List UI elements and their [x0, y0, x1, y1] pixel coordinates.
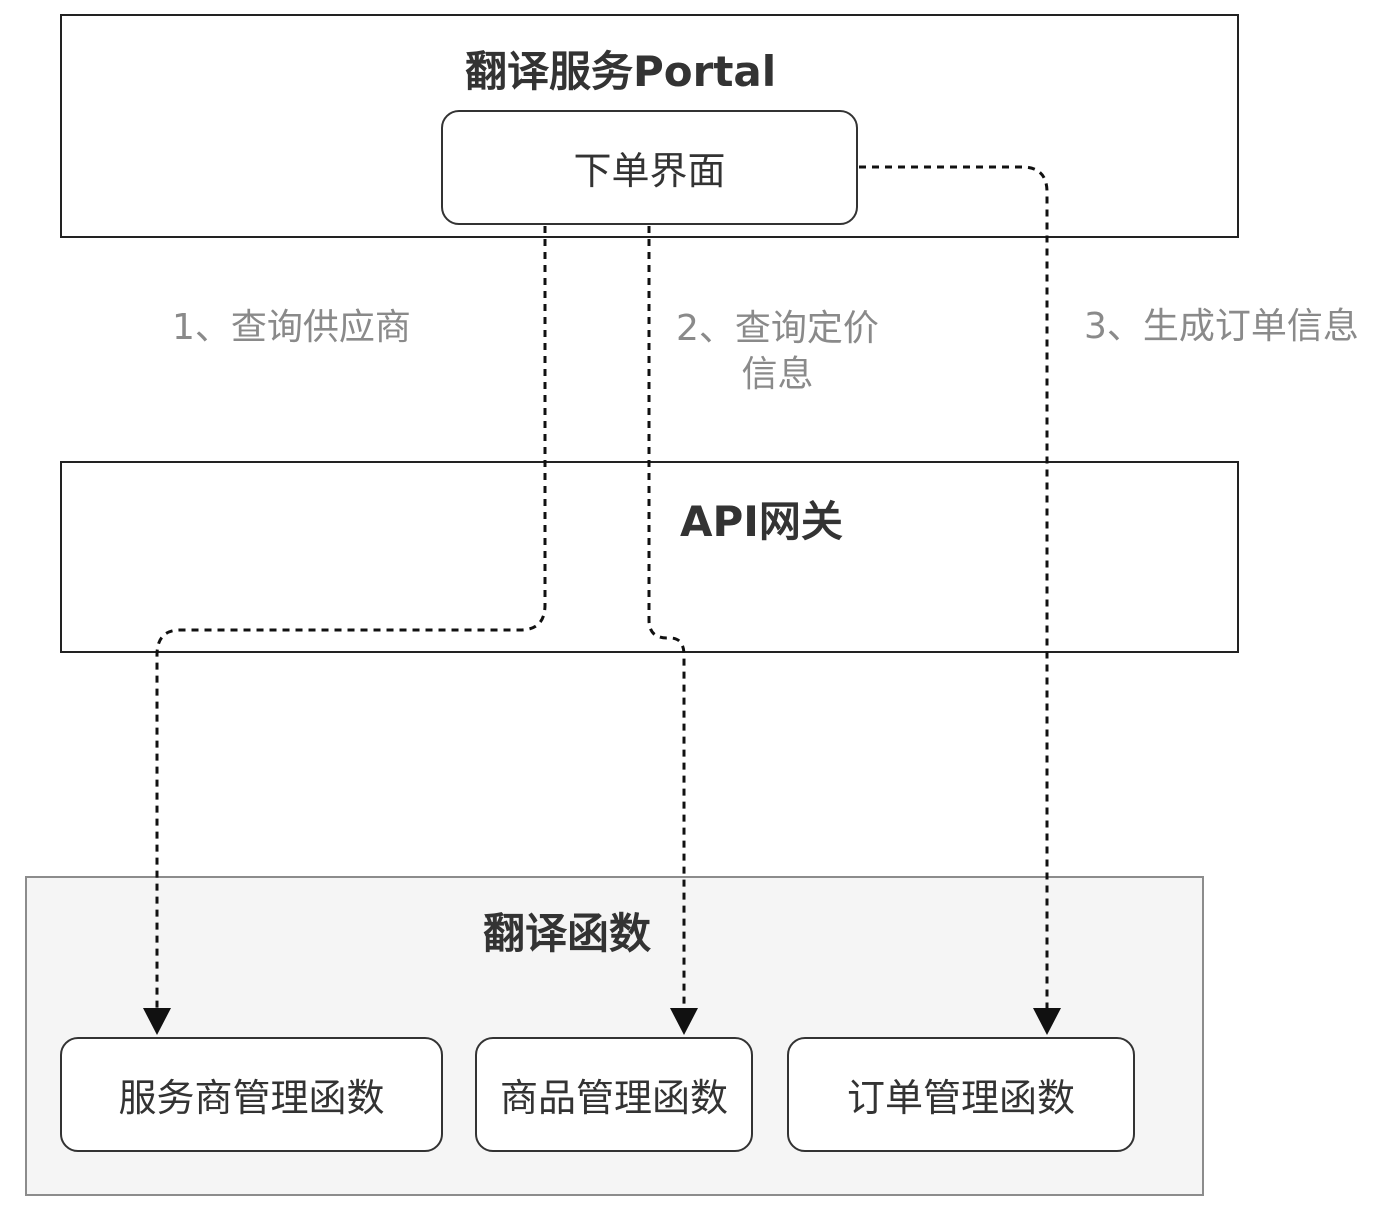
provider-management-function-node: 服务商管理函数	[60, 1037, 443, 1152]
order-management-function-node: 订单管理函数	[787, 1037, 1135, 1152]
provider-management-function-label: 服务商管理函数	[118, 1076, 385, 1120]
order-management-function-label: 订单管理函数	[846, 1076, 1075, 1120]
api-gateway-title: API网关	[680, 497, 843, 546]
connector-query-pricing	[647, 226, 686, 1010]
order-ui-label: 下单界面	[573, 149, 726, 193]
flow-label-query-pricing-line2: 信息	[741, 354, 814, 395]
flow-label-query-pricing-line1: 2、查询定价	[676, 308, 879, 349]
arrow-to-order-function	[1033, 1008, 1061, 1035]
product-management-function-label: 商品管理函数	[499, 1076, 728, 1120]
connector-generate-order	[859, 165, 1049, 1010]
order-ui-node: 下单界面	[441, 110, 858, 225]
product-management-function-node: 商品管理函数	[475, 1037, 753, 1152]
translation-functions-title: 翻译函数	[483, 909, 652, 958]
arrow-to-product-function	[670, 1008, 698, 1035]
flow-label-query-provider: 1、查询供应商	[172, 307, 411, 348]
flow-label-query-pricing: 2、查询定价 信息	[676, 306, 879, 398]
connector-query-provider	[155, 226, 547, 1010]
arrow-to-provider-function	[143, 1008, 171, 1035]
portal-title: 翻译服务Portal	[465, 47, 777, 96]
flow-label-generate-order: 3、生成订单信息	[1084, 306, 1359, 347]
